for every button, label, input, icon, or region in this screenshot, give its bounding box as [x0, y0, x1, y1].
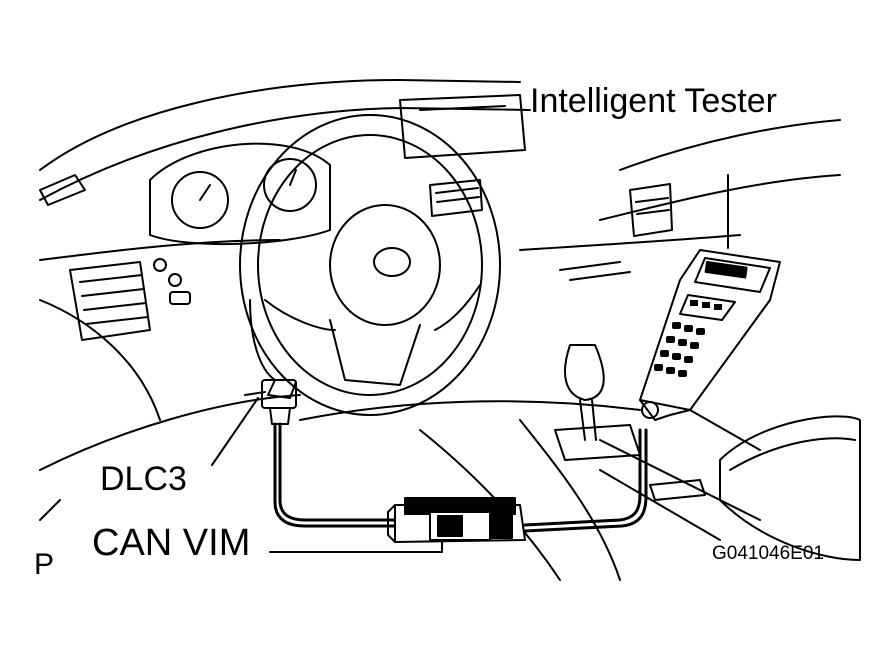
left-air-vent [39, 174, 151, 341]
passenger-seat [719, 415, 861, 561]
can-vim-module-drawing [387, 497, 526, 543]
figure-code: G041046E01 [712, 543, 824, 564]
cable-lines [273, 422, 648, 533]
intelligent-tester-drawing [639, 174, 781, 421]
center-console [429, 179, 706, 501]
can-vim-label: CAN VIM [92, 522, 251, 564]
steering-wheel [239, 114, 501, 416]
dlc3-label: DLC3 [100, 460, 187, 498]
instrument-cluster [149, 142, 331, 305]
page-marker: P [34, 548, 55, 581]
leader-lines [211, 397, 443, 553]
dlc3-connector-drawing [244, 379, 297, 425]
intelligent-tester-label: Intelligent Tester [530, 82, 777, 120]
